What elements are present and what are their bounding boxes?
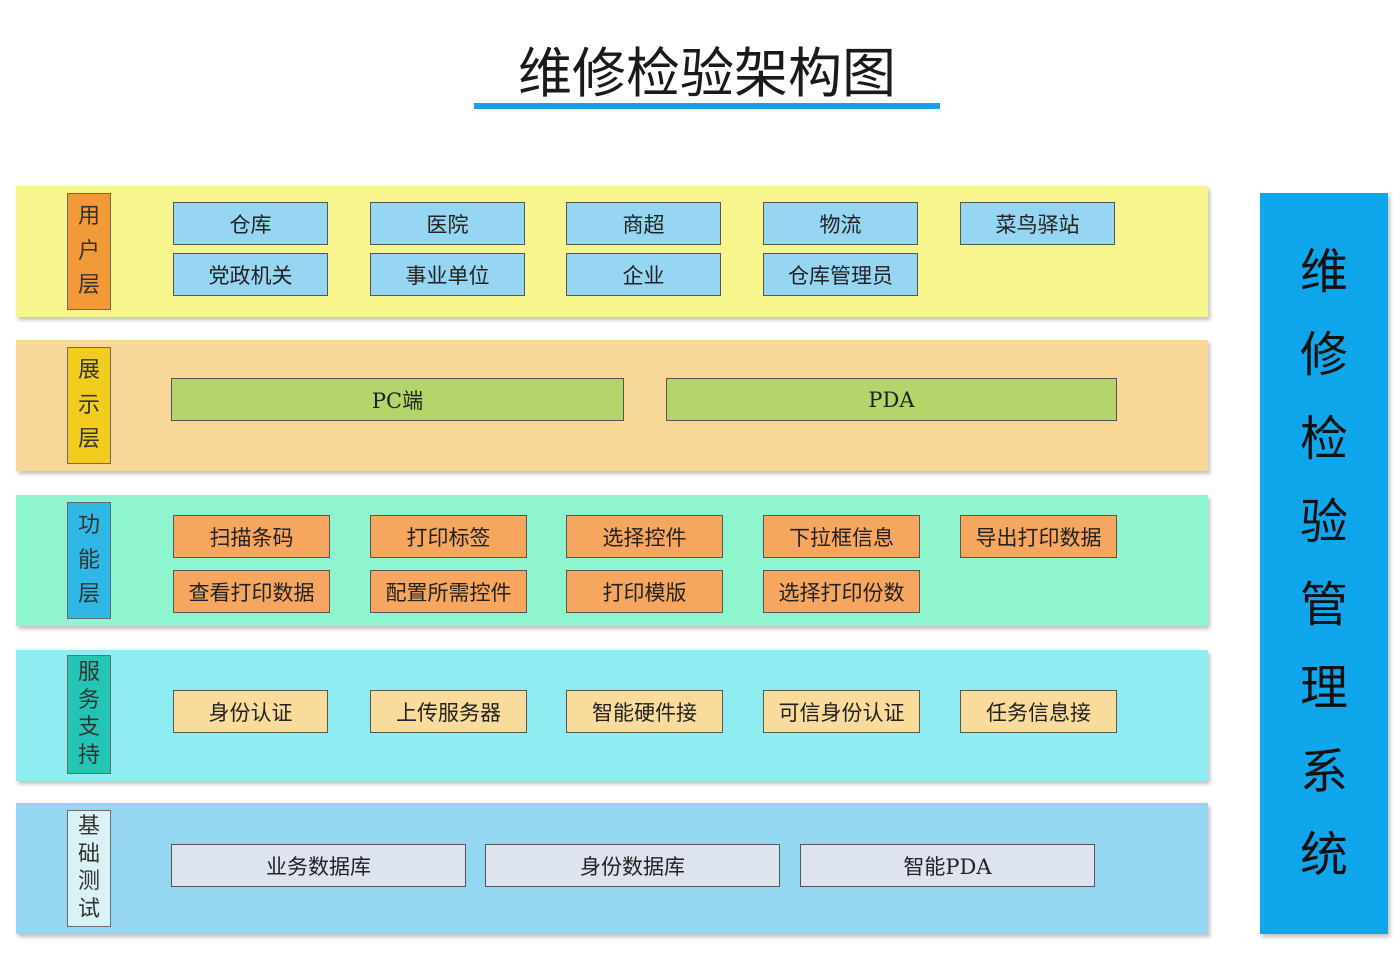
system-name-char: 检 <box>1299 410 1348 467</box>
service-item-upload-server[interactable]: 上传服务器 <box>370 690 527 733</box>
user-item-supermarket[interactable]: 商超 <box>566 202 721 245</box>
system-name-bar: 维 修 检 验 管 理 系 统 <box>1260 193 1388 934</box>
user-layer: 用 户 层 仓库 医院 商超 物流 菜鸟驿站 党政机关 事业单位 企业 仓库管理… <box>16 186 1208 317</box>
system-name-char: 维 <box>1299 244 1348 301</box>
user-item-warehouse[interactable]: 仓库 <box>173 202 328 245</box>
function-item-print-label[interactable]: 打印标签 <box>370 515 527 558</box>
function-item-scan-barcode[interactable]: 扫描条码 <box>173 515 330 558</box>
service-layer-label-char: 持 <box>77 743 100 769</box>
user-item-enterprise[interactable]: 企业 <box>566 253 721 296</box>
title-underline <box>474 103 940 109</box>
user-layer-label-char: 层 <box>77 272 100 298</box>
user-layer-label-char: 户 <box>77 238 100 264</box>
function-item-dropdown-info[interactable]: 下拉框信息 <box>763 515 920 558</box>
service-layer-label-char: 支 <box>77 715 100 741</box>
function-item-select-control[interactable]: 选择控件 <box>566 515 723 558</box>
system-name-char: 验 <box>1299 493 1348 550</box>
function-item-view-print-data[interactable]: 查看打印数据 <box>173 570 330 613</box>
user-layer-label-char: 用 <box>77 204 100 230</box>
function-layer-label-char: 层 <box>77 581 100 607</box>
page-title: 维修检验架构图 <box>518 42 896 105</box>
service-layer-label-char: 服 <box>77 659 100 685</box>
base-item-business-db[interactable]: 业务数据库 <box>171 844 466 887</box>
display-layer-label-char: 层 <box>77 426 100 452</box>
display-layer-label: 展 示 层 <box>67 347 111 464</box>
service-item-trusted-identity-auth[interactable]: 可信身份认证 <box>763 690 920 733</box>
display-layer-label-char: 示 <box>77 392 100 418</box>
service-layer: 服 务 支 持 身份认证 上传服务器 智能硬件接 可信身份认证 任务信息接 <box>16 650 1208 781</box>
service-item-task-info[interactable]: 任务信息接 <box>960 690 1117 733</box>
display-layer: 展 示 层 PC端 PDA <box>16 340 1208 471</box>
base-item-identity-db[interactable]: 身份数据库 <box>485 844 780 887</box>
base-layer: 基 础 测 试 业务数据库 身份数据库 智能PDA <box>16 803 1208 934</box>
user-item-cainiao-station[interactable]: 菜鸟驿站 <box>960 202 1115 245</box>
display-item-pc[interactable]: PC端 <box>171 378 624 421</box>
user-item-warehouse-manager[interactable]: 仓库管理员 <box>763 253 918 296</box>
function-layer-label: 功 能 层 <box>67 502 111 619</box>
user-layer-label: 用 户 层 <box>67 193 111 310</box>
service-layer-label-char: 务 <box>77 687 100 713</box>
user-item-party-government[interactable]: 党政机关 <box>173 253 328 296</box>
function-item-configure-controls[interactable]: 配置所需控件 <box>370 570 527 613</box>
function-layer-label-char: 功 <box>77 513 100 539</box>
user-item-public-institution[interactable]: 事业单位 <box>370 253 525 296</box>
user-item-logistics[interactable]: 物流 <box>763 202 918 245</box>
base-layer-label-char: 测 <box>77 869 100 895</box>
function-layer: 功 能 层 扫描条码 打印标签 选择控件 下拉框信息 导出打印数据 查看打印数据… <box>16 495 1208 626</box>
base-layer-label: 基 础 测 试 <box>67 810 111 927</box>
user-item-hospital[interactable]: 医院 <box>370 202 525 245</box>
system-name-char: 理 <box>1299 660 1348 717</box>
function-item-print-template[interactable]: 打印模版 <box>566 570 723 613</box>
system-name-char: 系 <box>1299 743 1348 800</box>
function-item-export-print-data[interactable]: 导出打印数据 <box>960 515 1117 558</box>
base-item-smart-pda[interactable]: 智能PDA <box>800 844 1095 887</box>
system-name-char: 管 <box>1299 577 1348 634</box>
function-layer-label-char: 能 <box>77 547 100 573</box>
service-item-identity-auth[interactable]: 身份认证 <box>173 690 328 733</box>
service-layer-label: 服 务 支 持 <box>67 655 111 774</box>
base-layer-label-char: 基 <box>77 814 100 840</box>
display-layer-label-char: 展 <box>77 358 100 384</box>
base-layer-label-char: 础 <box>77 841 100 867</box>
system-name-char: 修 <box>1299 327 1348 384</box>
service-item-smart-hardware[interactable]: 智能硬件接 <box>566 690 723 733</box>
system-name-char: 统 <box>1299 826 1348 883</box>
base-layer-label-char: 试 <box>77 896 100 922</box>
display-item-pda[interactable]: PDA <box>666 378 1117 421</box>
function-item-select-print-copies[interactable]: 选择打印份数 <box>763 570 920 613</box>
